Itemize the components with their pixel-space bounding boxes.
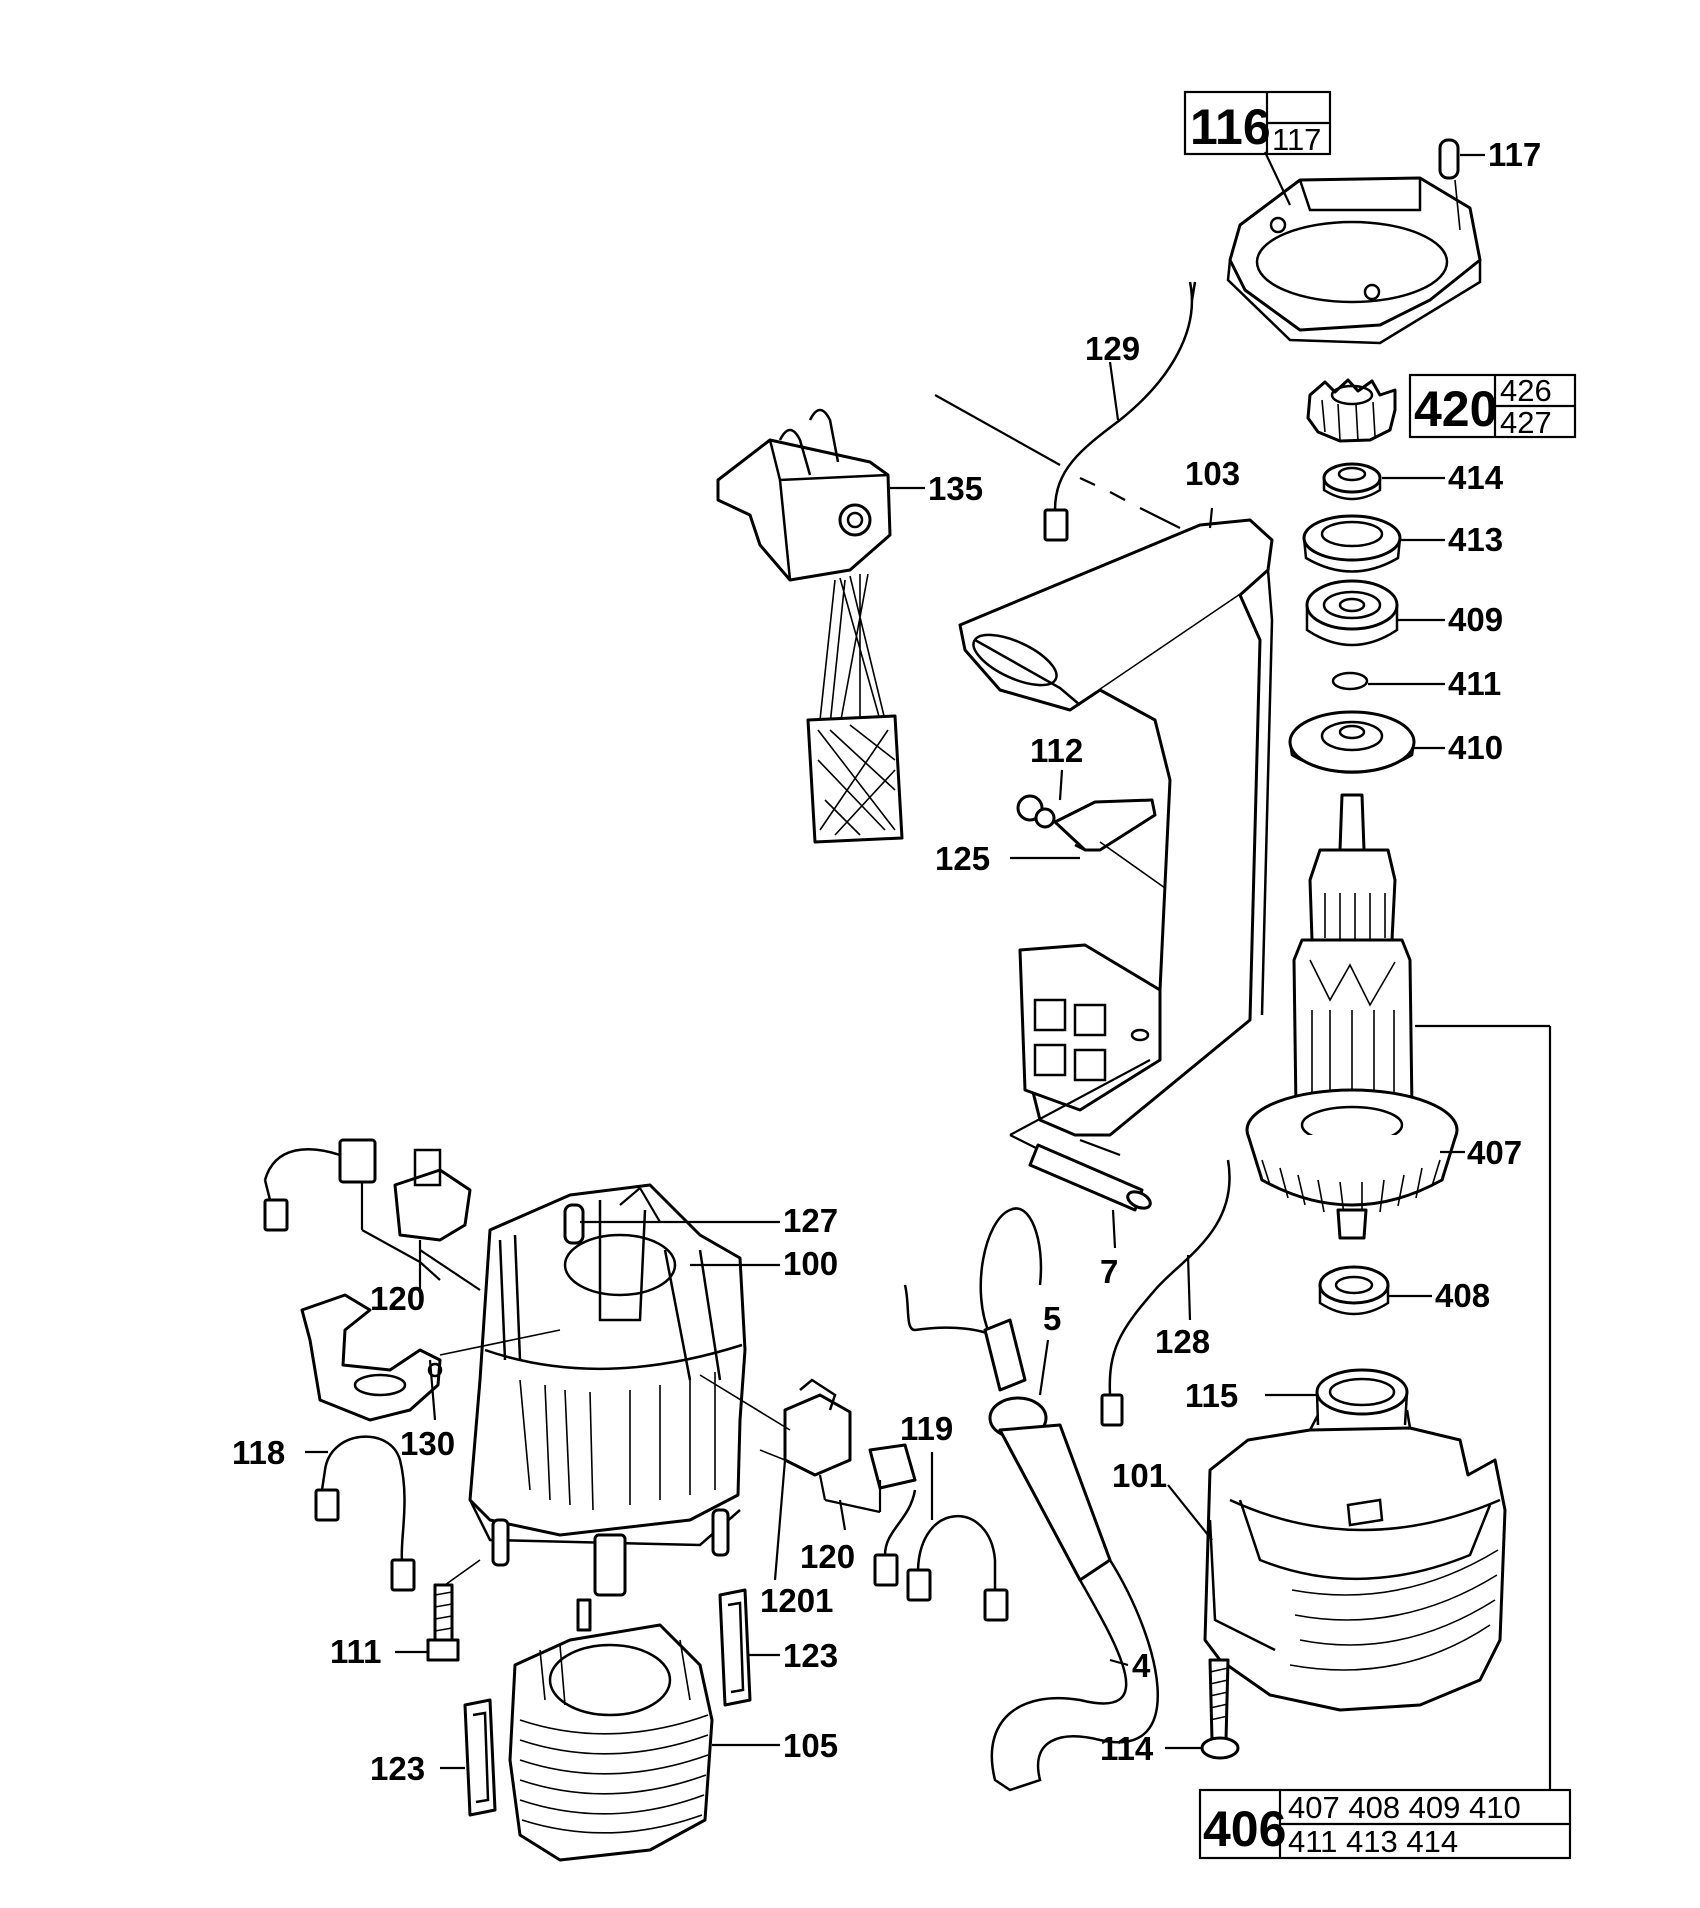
armature-407 bbox=[1245, 793, 1552, 1790]
label-135: 135 bbox=[928, 470, 983, 507]
brush-holder-120-left bbox=[263, 1138, 481, 1291]
kit-116-sub: 117 bbox=[1272, 122, 1321, 157]
washer-414 bbox=[1322, 462, 1445, 501]
wire-118 bbox=[305, 1435, 416, 1592]
kit-420-main: 420 bbox=[1414, 381, 1497, 437]
bracket-130 bbox=[300, 1293, 561, 1422]
label-100: 100 bbox=[783, 1245, 838, 1282]
field-housing-100 bbox=[468, 1183, 780, 1597]
kit-box-420: 420 426 427 bbox=[1408, 373, 1577, 440]
kit-box-116: 116 117 bbox=[1183, 90, 1332, 157]
cable-5 bbox=[903, 1207, 1159, 1792]
label-7: 7 bbox=[1100, 1253, 1118, 1290]
kit-406-sub-b: 411 413 414 bbox=[1288, 1824, 1458, 1859]
label-119: 119 bbox=[900, 1410, 953, 1447]
label-120-left: 120 bbox=[370, 1280, 425, 1317]
clamp-112-125 bbox=[1010, 769, 1166, 889]
pin-117 bbox=[1438, 138, 1485, 231]
kit-420-sub-a: 426 bbox=[1500, 373, 1552, 408]
label-4: 4 bbox=[1132, 1647, 1151, 1684]
label-409: 409 bbox=[1448, 601, 1503, 638]
bearing-408 bbox=[1318, 1265, 1432, 1316]
label-111: 111 bbox=[330, 1633, 381, 1670]
label-117: 117 bbox=[1488, 136, 1541, 173]
wire-129 bbox=[1043, 281, 1197, 542]
wire-128 bbox=[1100, 1159, 1231, 1427]
label-130: 130 bbox=[400, 1425, 455, 1462]
label-1201: 1201 bbox=[760, 1582, 833, 1619]
label-123-right: 123 bbox=[783, 1637, 838, 1674]
label-413: 413 bbox=[1448, 521, 1503, 558]
clip-123-right bbox=[718, 1588, 780, 1707]
label-408: 408 bbox=[1435, 1277, 1490, 1314]
handle-103 bbox=[934, 394, 1274, 1157]
field-coil-105 bbox=[508, 1598, 780, 1862]
gear-housing-cover-116 bbox=[1226, 151, 1482, 345]
label-414: 414 bbox=[1448, 459, 1504, 496]
label-410: 410 bbox=[1448, 729, 1503, 766]
bearing-409 bbox=[1305, 579, 1445, 647]
label-407: 407 bbox=[1467, 1134, 1522, 1171]
label-101: 101 bbox=[1112, 1457, 1167, 1494]
label-123-left: 123 bbox=[370, 1750, 425, 1787]
label-105: 105 bbox=[783, 1727, 838, 1764]
label-103: 103 bbox=[1185, 455, 1240, 492]
switch-135 bbox=[716, 408, 925, 844]
kit-420-sub-b: 427 bbox=[1500, 405, 1552, 440]
clip-123-left bbox=[440, 1698, 497, 1817]
kit-116-main: 116 bbox=[1190, 99, 1271, 155]
label-411: 411 bbox=[1448, 665, 1501, 702]
label-120-right: 120 bbox=[800, 1538, 855, 1575]
ring-413 bbox=[1302, 514, 1445, 573]
bevel-gear-420 bbox=[1306, 378, 1397, 443]
flange-410 bbox=[1288, 710, 1445, 774]
motor-housing-101 bbox=[1167, 1409, 1507, 1712]
screw-114 bbox=[1165, 1658, 1240, 1760]
label-118: 118 bbox=[232, 1434, 285, 1471]
screw-111 bbox=[395, 1559, 481, 1662]
circlip-411 bbox=[1331, 671, 1445, 691]
kit-406-main: 406 bbox=[1203, 1801, 1286, 1857]
label-114: 114 bbox=[1100, 1730, 1154, 1767]
label-128: 128 bbox=[1155, 1323, 1210, 1360]
label-125: 125 bbox=[935, 840, 990, 877]
sleeve-115 bbox=[1265, 1368, 1409, 1426]
brush-holder-120-right bbox=[699, 1374, 917, 1581]
wire-119 bbox=[873, 1452, 1009, 1622]
label-112: 112 bbox=[1030, 732, 1083, 769]
label-115: 115 bbox=[1185, 1377, 1238, 1414]
kit-406-sub-a: 407 408 409 410 bbox=[1288, 1790, 1521, 1825]
label-127: 127 bbox=[783, 1202, 838, 1239]
rod-7 bbox=[1028, 1143, 1152, 1249]
kit-box-406: 406 407 408 409 410 411 413 414 bbox=[1198, 1788, 1572, 1860]
label-5: 5 bbox=[1043, 1300, 1061, 1337]
label-129: 129 bbox=[1085, 330, 1140, 367]
